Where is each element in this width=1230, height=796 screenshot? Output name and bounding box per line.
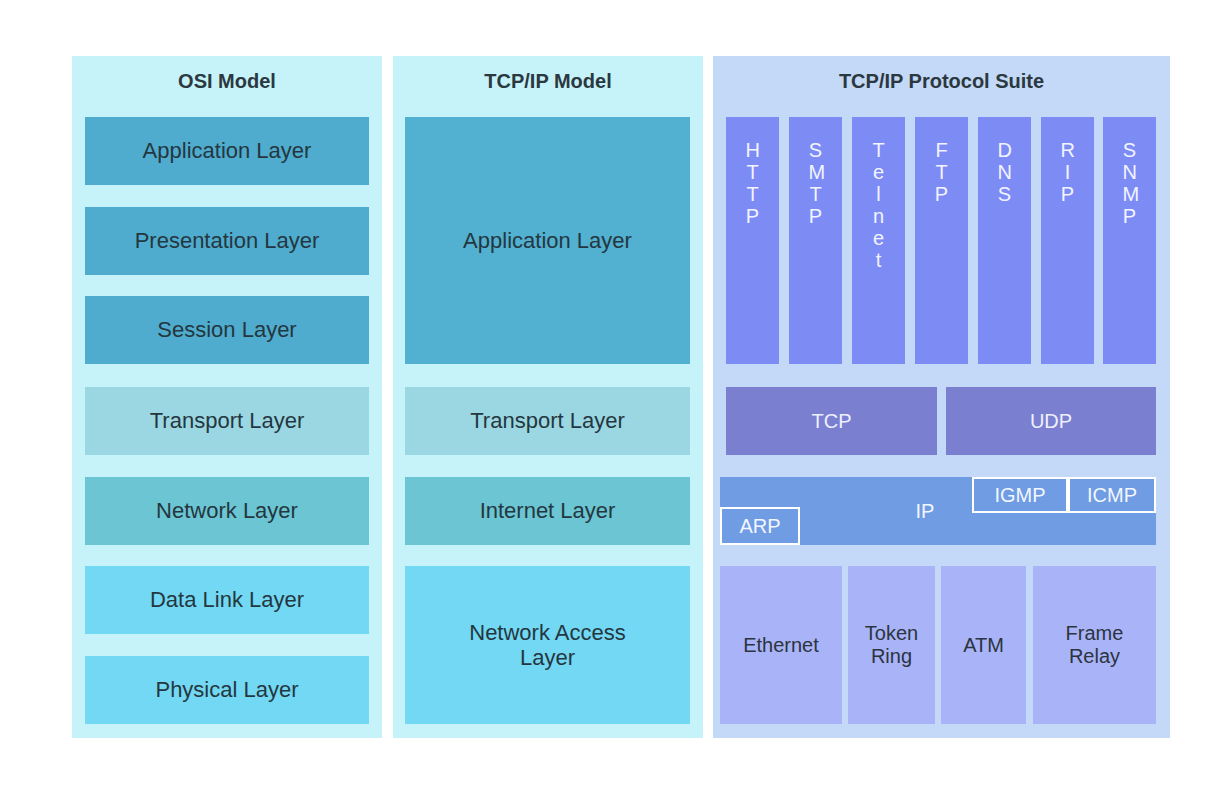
layer-box: Session Layer [85,296,369,364]
layer-box: Internet Layer [405,477,690,545]
layer-box: Physical Layer [85,656,369,724]
ip-band: IP IGMP ICMP ARP [720,477,1156,545]
transport-protocol: UDP [946,387,1156,455]
node-label: SMTP [809,139,823,227]
link-protocol: Frame Relay [1033,566,1156,724]
node-label: Telnet [872,139,886,271]
protocol-column: HTTP [726,117,779,364]
panel-heading: TCP/IP Protocol Suite [713,56,1170,93]
node-label: DNS [998,139,1012,205]
suite-panel: TCP/IP Protocol SuiteHTTP SMTP Telnet FTP DN… [713,56,1170,738]
model-panel: OSI ModelApplication LayerPresentation L… [72,56,382,738]
node-label: Transport Layer [470,408,624,433]
layer-box: Application Layer [405,117,690,364]
node-label: Token Ring [852,622,931,668]
node-label: HTTP [746,139,760,227]
layer-box: Presentation Layer [85,207,369,275]
link-protocol: ATM [941,566,1026,724]
node-label: Internet Layer [480,498,616,523]
link-protocol: Token Ring [848,566,935,724]
protocol-column: SMTP [789,117,842,364]
node-label: Network Access Layer [458,620,638,671]
node-label: Presentation Layer [135,228,320,253]
node-label: TCP [812,410,852,433]
layer-box: Network Access Layer [405,566,690,724]
node-label: IP [916,500,935,523]
node-label: IGMP [994,484,1045,507]
node-label: ARP [739,515,780,538]
node-label: UDP [1030,410,1072,433]
layer-box: Application Layer [85,117,369,185]
panel-heading: TCP/IP Model [393,56,703,93]
panel-heading: OSI Model [72,56,382,93]
link-protocol: Ethernet [720,566,842,724]
node-label: Transport Layer [150,408,304,433]
node-label: Application Layer [463,228,632,253]
node-label: Session Layer [157,317,296,342]
layer-box: Data Link Layer [85,566,369,634]
protocol-column: SNMP [1103,117,1156,364]
model-panel: TCP/IP ModelApplication LayerTransport L… [393,56,703,738]
protocol-tag: ICMP [1068,477,1156,513]
layer-box: Transport Layer [405,387,690,455]
transport-protocol: TCP [726,387,937,455]
protocol-tag: ARP [720,507,800,545]
protocol-column: RIP [1041,117,1094,364]
node-label: RIP [1061,139,1075,205]
layer-box: Network Layer [85,477,369,545]
node-label: FTP [935,139,949,205]
node-label: Physical Layer [155,677,298,702]
node-label: SNMP [1123,139,1137,227]
node-label: Data Link Layer [150,587,304,612]
node-label: Network Layer [156,498,298,523]
protocol-column: FTP [915,117,968,364]
protocol-column: DNS [978,117,1031,364]
protocol-column: Telnet [852,117,905,364]
layer-box: Transport Layer [85,387,369,455]
protocol-tag: IGMP [972,477,1068,513]
node-label: ICMP [1087,484,1137,507]
node-label: Ethernet [743,634,819,657]
node-label: ATM [963,634,1004,657]
node-label: Application Layer [143,138,312,163]
node-label: Frame Relay [1050,622,1140,668]
